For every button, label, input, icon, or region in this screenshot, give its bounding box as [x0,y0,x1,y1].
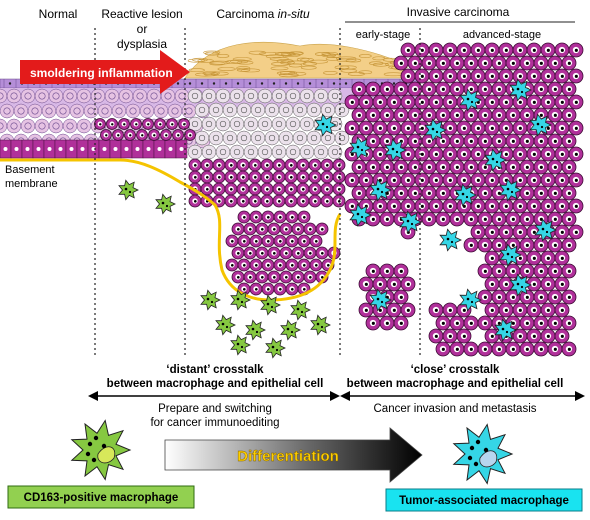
stage-reactive-1: Reactive lesion [101,7,182,21]
epithelium [0,42,584,357]
distant-sub-1: Prepare and switching [158,403,272,415]
epithelial-cell [146,88,162,104]
macrophage [384,138,407,162]
legend-tam: Tumor-associated macrophage [385,488,583,512]
stage-carcinoma-in-situ: Carcinoma in-situ [216,7,310,21]
stage-reactive-2: or [137,22,148,36]
epithelial-cell [34,118,50,134]
stage-advanced: advanced-stage [463,29,541,41]
distant-crosstalk-title: ‘distant’ crosstalk [166,364,264,376]
epithelial-cell [62,88,78,104]
macrophage [290,299,311,321]
epithelial-cell [83,103,99,119]
macrophage [118,179,139,201]
epithelial-cell [139,103,155,119]
epithelial-cell [34,88,50,104]
differentiation-arrow [164,427,423,483]
macrophage [499,178,522,202]
differentiation-label: Differentiation [237,448,339,465]
epithelial-cell [69,103,85,119]
macrophage [499,243,522,267]
epithelial-cell [41,103,57,119]
epithelial-cell [174,88,190,104]
macrophage [265,337,286,359]
macrophage [310,314,331,336]
macrophage [369,288,392,312]
epithelial-cell [13,103,29,119]
macrophage [280,319,301,341]
macrophage [349,203,372,227]
macrophage [529,113,552,137]
macrophage [230,334,251,356]
epithelial-cell [62,118,78,134]
macrophage [454,183,477,207]
macrophage [230,289,251,311]
macrophage [459,88,482,112]
close-crosstalk-title: ‘close’ crosstalk [411,364,500,376]
epithelial-cell [111,103,127,119]
epithelial-cell [48,88,64,104]
epithelial-cell [0,103,15,119]
epithelial-cell [6,118,22,134]
macrophage-cells [118,78,557,359]
epithelial-cell [118,88,134,104]
inflammation-label: smoldering inflammation [30,66,173,80]
basement-label-1: Basement [5,164,55,176]
macrophage [509,78,532,102]
epithelial-cell [90,88,106,104]
macrophage [439,228,462,252]
macrophage [314,113,337,137]
stage-normal: Normal [39,7,78,21]
stroma-layer [184,41,411,79]
macrophage [399,210,422,234]
stage-reactive-3: dysplasia [117,37,167,51]
legend-tam-label: Tumor-associated macrophage [399,495,569,507]
macrophage [155,193,176,215]
epithelial-cell [97,103,113,119]
macrophage [369,178,392,202]
close-crosstalk-subtitle: between macrophage and epithelial cell [347,378,564,390]
epithelial-cell [125,103,141,119]
stage-early: early-stage [356,29,410,41]
legend-cd163-label: CD163-positive macrophage [24,492,179,504]
macrophage [349,136,372,160]
distant-sub-2: for cancer immunoediting [150,417,279,429]
epithelial-cell [20,118,36,134]
macrophage [260,294,281,316]
macrophage [534,218,557,242]
epithelial-cell [104,88,120,104]
epithelial-cell [76,118,92,134]
epithelial-cell [20,88,36,104]
epithelial-cell [132,88,148,104]
macrophage [494,318,517,342]
inflammation-arrow [20,50,190,94]
macrophage [484,148,507,172]
epithelial-cell [153,103,169,119]
macrophage [509,273,532,297]
macrophage [459,288,482,312]
distant-crosstalk-subtitle: between macrophage and epithelial cell [107,378,324,390]
stage-invasive: Invasive carcinoma [407,5,510,19]
epithelial-cell [6,88,22,104]
epithelial-cell [55,103,71,119]
macrophage [424,118,447,142]
epithelial-cell [27,103,43,119]
epithelial-cell [48,118,64,134]
epithelial-cell [76,88,92,104]
legend-cd163: CD163-positive macrophage [7,485,195,509]
close-sub: Cancer invasion and metastasis [374,403,537,415]
macrophage [245,319,266,341]
epithelial-cell [167,103,183,119]
basement-membrane-line [0,158,342,302]
basement-label-2: membrane [5,178,58,190]
macrophage [200,289,221,311]
macrophage [215,314,236,336]
epithelial-cell [181,103,197,119]
crosstalk-arrows [88,391,585,401]
